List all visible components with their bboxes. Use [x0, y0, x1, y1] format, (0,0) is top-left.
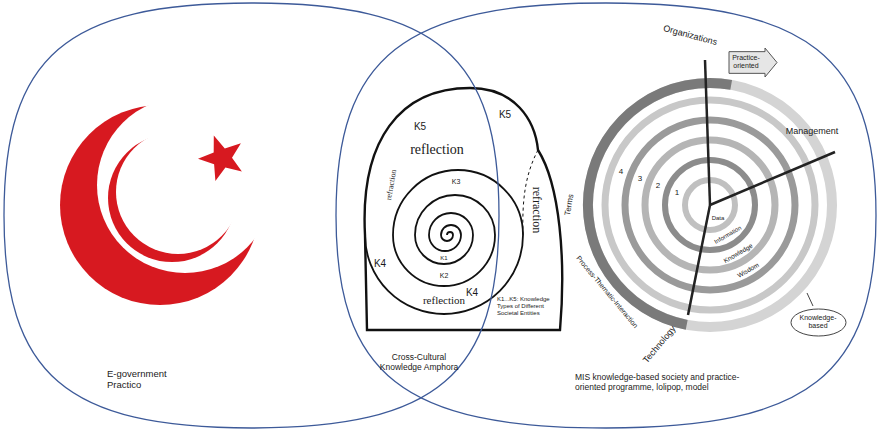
- figure-note: K1...K5: Knowledge Types of Different So…: [497, 296, 555, 318]
- ring-label: Information: [713, 225, 742, 246]
- region-caption: MIS knowledge-based society and practice…: [575, 372, 760, 392]
- oval-badge: Knowledge-based: [790, 308, 847, 337]
- arrow-box: Practice-oriented: [728, 47, 778, 78]
- shell-drawing: [365, 88, 563, 330]
- ring-label: Wisdom: [736, 261, 760, 279]
- ring-number: 2: [656, 182, 660, 191]
- process-word: refraction: [385, 169, 399, 201]
- ring-number: 3: [638, 175, 642, 184]
- leader-line: [807, 293, 813, 306]
- star: [198, 135, 242, 181]
- spoke: [710, 152, 835, 205]
- spoke: [705, 60, 710, 205]
- ring-label: Terms: [564, 194, 576, 217]
- axis-label: Technology: [642, 324, 679, 365]
- outer-ring: [588, 83, 832, 327]
- node-label: Practice-oriented: [732, 54, 760, 71]
- knowledge-type: K3: [452, 178, 461, 186]
- knowledge-type: K2: [440, 272, 449, 280]
- knowledge-type: K1: [440, 255, 447, 262]
- venn-outline: [4, 3, 499, 428]
- process-word: reflection: [410, 142, 464, 157]
- spoke: [688, 205, 710, 315]
- arc-label: Process-Thematic-Interaction: [575, 255, 640, 330]
- process-word: reflection: [423, 294, 465, 306]
- lollipop-model: [588, 60, 835, 327]
- ring-label: Knowledge: [722, 241, 753, 263]
- knowledge-type: K5: [414, 121, 426, 132]
- axis-label: Organizations: [662, 24, 718, 48]
- ring-label: Data: [712, 215, 725, 222]
- venn-outline: [336, 3, 876, 428]
- knowledge-type: K4: [374, 258, 386, 269]
- knowledge-type: K4: [466, 287, 478, 298]
- axis-label: Management: [786, 127, 839, 137]
- process-word: refraction: [529, 187, 542, 234]
- shell-outline: [365, 88, 563, 330]
- knowledge-type: K5: [499, 109, 511, 120]
- region-caption: Cross-Cultural Knowledge Amphora: [378, 352, 460, 372]
- ring-number: 1: [675, 189, 679, 198]
- oval-shape: [791, 309, 846, 336]
- region-caption: E-government Practico: [107, 368, 185, 391]
- node-label: Knowledge-based: [800, 314, 837, 331]
- ring-number: 4: [619, 168, 623, 177]
- arrow-shape: [729, 48, 777, 77]
